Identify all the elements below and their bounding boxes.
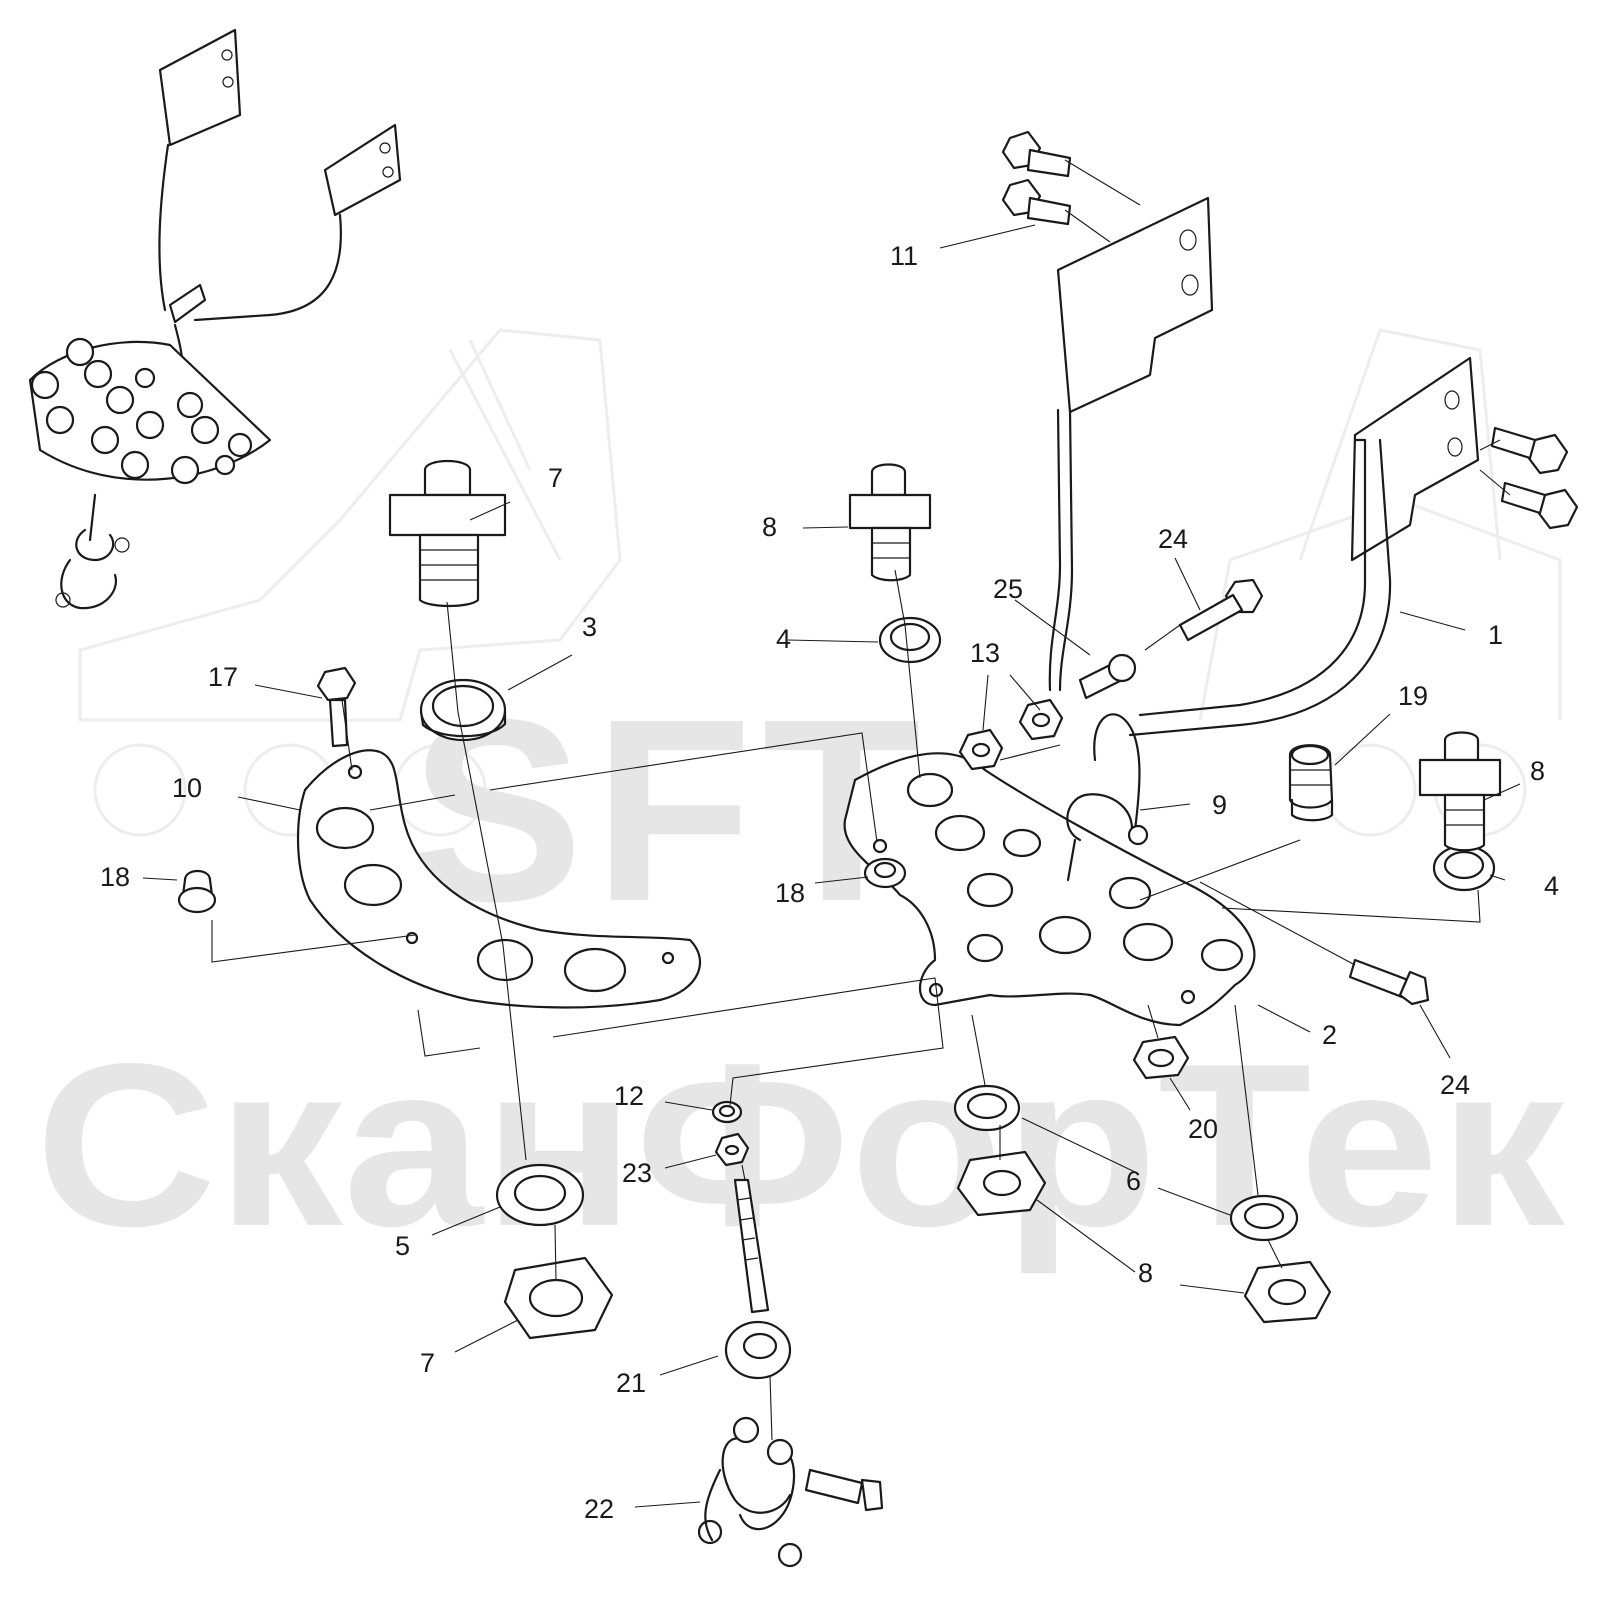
callout-9: 9 [1212, 790, 1227, 820]
assembled-tube-right [193, 213, 342, 322]
part-11-bolts-right [1490, 426, 1579, 530]
callout-10: 10 [172, 773, 202, 803]
part-7-nut [503, 1256, 614, 1340]
callout-4-upper: 4 [776, 624, 791, 654]
part-7-fitting [388, 460, 507, 608]
part-21-eye-bolt [724, 1178, 792, 1380]
callout-24-lower: 24 [1440, 1070, 1470, 1100]
callout-20: 20 [1188, 1114, 1218, 1144]
callout-17: 17 [208, 662, 238, 692]
part-22-shackles [697, 1416, 884, 1568]
callout-24-upper: 24 [1158, 524, 1188, 554]
assembled-bracket-left [158, 28, 242, 147]
part-8-nut-right [1243, 1260, 1332, 1324]
callouts: 7 8 4 3 17 10 18 18 11 25 24 13 1 19 8 9… [100, 241, 1559, 1524]
part-13-nut-left [958, 728, 1004, 771]
part-25-pin [1078, 653, 1137, 700]
part-11-bolt-upper [1001, 130, 1072, 178]
assembled-bracket-right [323, 123, 402, 217]
callout-2: 2 [1322, 1020, 1337, 1050]
exploded-parts [177, 130, 1579, 1568]
assembled-view [28, 28, 402, 610]
callout-18-left: 18 [100, 862, 130, 892]
part-17-bolt [316, 666, 357, 748]
part-5-washer [495, 1163, 585, 1227]
assembled-fittings [30, 337, 253, 485]
callout-18-right: 18 [775, 878, 805, 908]
part-10-plate [296, 749, 702, 1009]
part-24-bolt-lower [1348, 958, 1430, 1006]
part-6-washer-left [953, 1084, 1021, 1132]
part-8-fitting-right [1418, 731, 1502, 852]
assembled-tube-left [158, 143, 170, 312]
part-20-nut [1132, 1035, 1190, 1080]
callout-23: 23 [622, 1158, 652, 1188]
part-4-washer-upper [878, 616, 942, 664]
part-3-grommet [419, 678, 507, 742]
callout-21: 21 [616, 1368, 646, 1398]
callout-11: 11 [890, 241, 918, 271]
assembled-shackle [75, 493, 115, 562]
part-4-washer-right [1432, 844, 1496, 892]
callout-7-lower: 7 [420, 1348, 435, 1378]
part-13-nut-right [1018, 698, 1064, 741]
part-18-nut-left [177, 869, 217, 914]
part-10-holes [315, 764, 675, 993]
part-2-plate [843, 752, 1256, 1027]
part-24-bolt-upper [1178, 578, 1264, 642]
part-1-pipe-bracket [1128, 356, 1480, 737]
part-11-bracket [1048, 196, 1214, 692]
callout-6: 6 [1126, 1166, 1141, 1196]
callout-12: 12 [614, 1081, 644, 1111]
watermark: SFT СканФорТек [35, 328, 1566, 1275]
part-19-gland [1288, 744, 1334, 822]
callout-25: 25 [993, 574, 1023, 604]
callout-3: 3 [582, 612, 597, 642]
part-23-nut [714, 1132, 750, 1167]
part-11-bolt-lower [1001, 178, 1072, 226]
part-2-holes [872, 772, 1244, 1005]
watermark-brand: СканФорТек [35, 1016, 1566, 1275]
callout-4-right: 4 [1544, 871, 1559, 901]
part-6-washer-right [1229, 1194, 1299, 1242]
part-9-shackle [1066, 713, 1149, 882]
callout-7-upper: 7 [548, 463, 563, 493]
callout-13: 13 [970, 638, 1000, 668]
callout-5: 5 [395, 1231, 410, 1261]
assembly-lines [211, 159, 1511, 1441]
part-8-nut-left [956, 1150, 1047, 1217]
callout-22: 22 [584, 1494, 614, 1524]
part-18-nut-right [863, 857, 907, 889]
callout-8-upper: 8 [762, 512, 777, 542]
part-8-fitting-upper [848, 463, 932, 582]
callout-8-lower: 8 [1138, 1258, 1153, 1288]
callout-8-right: 8 [1530, 756, 1545, 786]
leader-lines [142, 224, 1521, 1508]
part-12-washer [711, 1100, 743, 1124]
callout-1: 1 [1488, 620, 1503, 650]
callout-19: 19 [1398, 681, 1428, 711]
